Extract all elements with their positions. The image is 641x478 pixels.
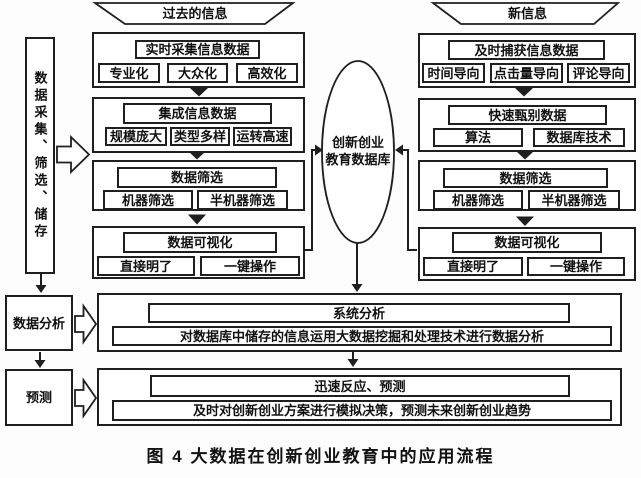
group-item: 半机器筛选 (197, 190, 288, 210)
group-item: 评论导向 (567, 63, 630, 83)
new-info-trapezoid (430, 2, 621, 25)
down-arrow-icon (516, 216, 534, 226)
group-item: 算法 (433, 128, 523, 147)
block-arrow-icon (74, 303, 98, 345)
left-group-integrate-title: 集成信息数据 (123, 103, 272, 124)
group-item: 数据库技术 (533, 128, 625, 147)
system-analysis-title: 系统分析 (148, 303, 570, 323)
right-elbow-connector (403, 149, 417, 251)
block-arrow-icon (74, 377, 98, 419)
left-group-collect-title: 实时采集信息数据 (135, 40, 260, 59)
down-arrow-icon (34, 360, 46, 368)
down-arrow-icon (35, 285, 47, 293)
group-item: 半机器筛选 (528, 190, 620, 210)
down-arrow-icon (515, 88, 533, 97)
group-item: 直接明了 (97, 256, 195, 276)
prediction-title: 迅速反应、预测 (150, 375, 570, 397)
past-info-label: 过去的信息 (162, 6, 228, 21)
new-info-label: 新信息 (507, 6, 547, 21)
prediction-desc: 及时对创新创业方案进行模拟决策，预测未来创新创业趋势 (112, 400, 612, 421)
right-group-filter-title: 数据筛选 (443, 168, 608, 188)
group-item: 专业化 (98, 63, 160, 83)
past-info-trapezoid (92, 2, 296, 25)
database-label-line2: 教育数据库 (325, 152, 391, 167)
group-item: 一键操作 (200, 256, 300, 276)
database-label: 创新创业 教育数据库 (318, 126, 398, 176)
down-arrow-icon (347, 359, 359, 367)
down-arrow-icon (190, 88, 208, 97)
block-arrow-icon (56, 134, 91, 175)
right-group-capture-title: 及时捕获信息数据 (448, 40, 605, 60)
left-arrow-icon (395, 144, 403, 156)
group-item: 点击量导向 (490, 63, 563, 83)
left-elbow-connector (305, 149, 315, 251)
down-arrow-icon (351, 284, 363, 292)
group-item: 大众化 (167, 63, 228, 83)
right-group-visualize-title: 数据可视化 (452, 232, 602, 253)
down-arrow-icon (188, 214, 206, 225)
right-arrow-icon (315, 144, 323, 156)
group-item: 机器筛选 (433, 190, 523, 210)
right-group-screen-title: 快速甄别数据 (448, 105, 607, 125)
group-item: 时间导向 (422, 63, 485, 83)
down-arrow-icon (188, 151, 206, 160)
group-item: 机器筛选 (103, 190, 193, 210)
system-analysis-desc: 对数据库中储存的信息运用大数据挖掘和处理技术进行数据分析 (112, 326, 612, 346)
predict-box: 预测 (5, 369, 73, 426)
group-item: 高效化 (236, 63, 298, 83)
group-item: 规模庞大 (105, 127, 167, 146)
collect-filter-store-box: 数据采集、筛选、储存 (25, 37, 55, 274)
group-item: 运转高速 (233, 127, 292, 146)
left-group-visualize-title: 数据可视化 (123, 232, 277, 253)
group-item: 一键操作 (527, 257, 625, 276)
database-label-line1: 创新创业 (331, 135, 384, 150)
group-item: 直接明了 (423, 257, 523, 276)
data-analysis-box: 数据分析 (5, 295, 73, 351)
left-group-filter-title: 数据筛选 (117, 167, 277, 188)
group-item: 类型多样 (170, 127, 230, 146)
figure-caption: 图 4 大数据在创新创业教育中的应用流程 (146, 447, 495, 466)
down-arrow-icon (516, 151, 534, 160)
